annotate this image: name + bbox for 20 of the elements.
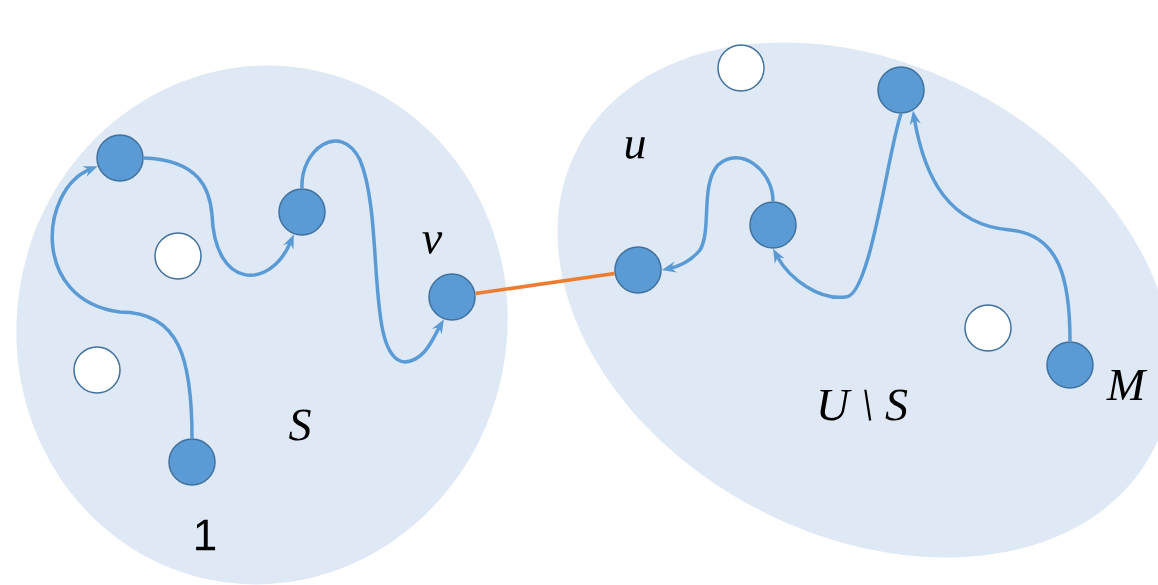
- arrow: [143, 156, 294, 277]
- empty-dot: [964, 304, 1012, 352]
- empty-dot: [154, 232, 202, 280]
- node-label: v: [422, 232, 443, 254]
- filled-dot: [1046, 341, 1094, 389]
- node-label: 1: [196, 519, 216, 551]
- node-label: M: [1106, 369, 1148, 401]
- filled-dot: [278, 188, 326, 236]
- filled-dot: [877, 66, 925, 114]
- empty-dot: [73, 346, 121, 394]
- filled-dot: [749, 201, 797, 249]
- arrow: [50, 166, 194, 439]
- node-label: u: [625, 137, 645, 159]
- empty-dot: [717, 44, 765, 92]
- arrow: [300, 139, 444, 364]
- filled-dot: [168, 438, 216, 486]
- filled-dot: [614, 246, 662, 294]
- filled-dot: [96, 134, 144, 182]
- filled-dot: [428, 273, 476, 321]
- arrow: [773, 113, 903, 299]
